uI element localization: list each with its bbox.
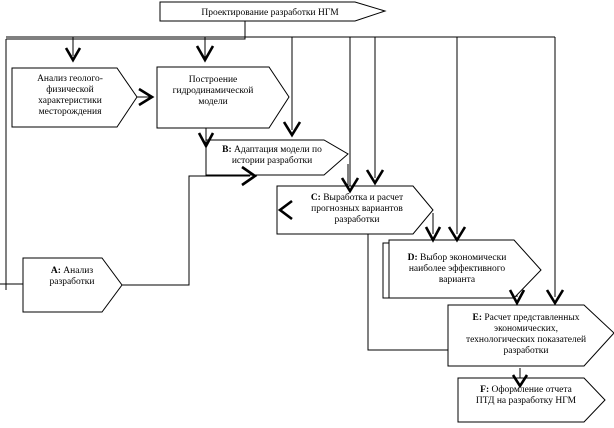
F-node-box [457,377,606,423]
node-text: Анализ [63,266,93,276]
arrow-down-C-1 [340,177,360,194]
B-node-box [205,139,349,176]
node-label-line: наиболее эффективного [409,263,506,274]
arrow-right-A-to-B [241,165,258,187]
E-node-box [447,304,614,367]
D-node-shadow [382,242,390,299]
node-text: истории разработки [232,155,312,166]
C-node-box [276,185,434,235]
node-text: разработки [504,345,549,356]
node-label-line: разработки [50,276,95,287]
node-text: Расчет представленных [484,313,579,323]
node-text: Анализ геолого- [37,74,103,84]
node-text: экономических, [494,324,558,334]
boxes [11,1,614,423]
node-label-top: Проектирование разработки НГМ [201,7,339,18]
node-letter: A: [51,266,63,276]
node-label-line: характеристики [38,96,102,106]
node-label-line: B: Адаптация модели по [222,145,322,155]
node-label-line: варианта [439,275,476,285]
D-node-box [388,239,542,299]
arrow-down-E-1 [508,289,526,306]
node-label-line: модели [198,97,227,107]
node-text: характеристики [38,96,102,106]
node-label-line: Анализ геолого- [37,74,103,84]
node-text: модели [198,97,227,107]
node-text: физической [46,84,94,95]
arrow-left-feedback [277,199,293,221]
arrow-down-model [195,45,215,63]
node-label-line: экономических, [494,324,558,334]
node-label-line: A: Анализ [51,266,93,276]
node-label-line: месторождения [39,107,103,117]
node-text: Проектирование разработки НГМ [201,7,339,18]
geo-node-box [11,67,138,128]
node-label-line: Проектирование разработки НГМ [201,7,339,18]
arrow-down-F [511,374,529,389]
node-text: Адаптация модели по [234,145,322,155]
node-letter: D: [408,253,420,263]
node-label-line: Построение [189,75,238,85]
node-letter: F: [480,385,491,395]
node-letter: B: [222,145,234,155]
arrow-down-geo [64,47,82,63]
node-text: Оформление отчета [491,384,572,395]
node-text: наиболее эффективного [409,263,506,274]
node-label-line: разработки [504,345,549,356]
A-node-box [22,257,123,313]
arrowheads [64,45,565,389]
arrow-down-D-2 [447,226,467,243]
node-label-line: E: Расчет представленных [472,313,579,323]
node-label-line: технологических показателей [466,334,586,345]
node-text: прогнозных вариантов [311,204,403,214]
node-label-line: прогнозных вариантов [311,204,403,214]
arrow-right-model [138,87,155,107]
node-text: разработки [50,276,95,287]
arrow-down-B [282,121,302,138]
connectors [0,21,556,384]
node-text: Выработка и расчет [323,192,404,203]
arrow-down-D-1 [424,226,442,243]
node-label-line: истории разработки [232,155,312,166]
model-node-box [156,66,290,129]
node-text: разработки [335,214,380,225]
node-text: варианта [439,275,476,285]
node-text: Выбор экономически [420,252,506,263]
node-label-line: C: Выработка и расчет [311,192,404,203]
node-label-line: D: Выбор экономически [408,252,507,263]
node-text: технологических показателей [466,334,586,345]
node-label-line: разработки [335,214,380,225]
node-text: гидродинамической [173,85,254,96]
arrow-down-B-model [197,132,215,149]
node-label-line: физической [46,84,94,95]
A-to-B-line [122,175,250,286]
top-to-bus-line [6,21,246,40]
node-label-line: F: Оформление отчета [480,384,572,395]
arrow-down-C-2 [365,169,385,186]
node-label-line: ПТД на разработку НГМ [476,395,577,406]
node-text: месторождения [39,107,103,117]
top-node-box [159,1,387,22]
node-letter: C: [311,193,323,203]
node-letter: E: [472,313,484,323]
node-text: Построение [189,75,238,85]
arrow-down-E-2 [545,289,565,306]
node-label-line: гидродинамической [173,85,254,96]
node-text: ПТД на разработку НГМ [476,395,577,406]
